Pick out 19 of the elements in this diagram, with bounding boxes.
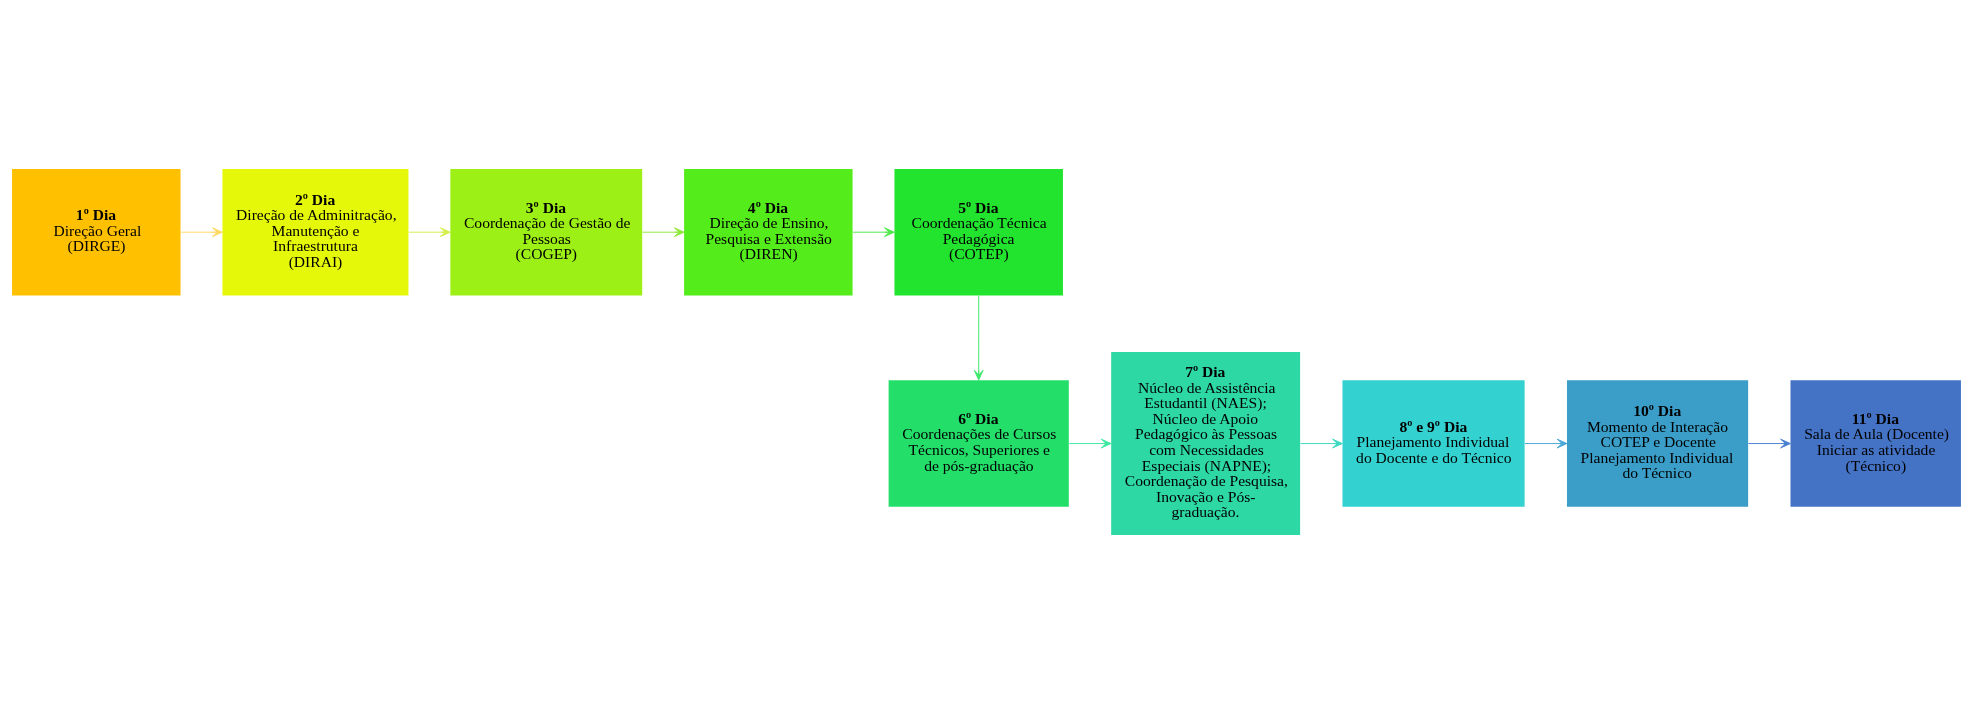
arrow: [1068, 438, 1112, 448]
arrow: [642, 226, 685, 237]
node-box: 10º Dia Momento de Interação COTEP e Docente Planejamento Individual do Técnico: [1567, 379, 1749, 507]
node-box: 1º Dia Direção Geral (DIRGE): [12, 168, 181, 295]
node-box: 11º Dia Sala de Aula (Docente) Iniciar as atividade (Técnico): [1790, 379, 1961, 507]
node-box: 8º e 9º Dia Planejamento Individual do Docente e do Técnico: [1342, 379, 1525, 507]
arrow: [1524, 438, 1568, 448]
arrow: [180, 226, 223, 237]
node-box: 7º Dia Núcleo de Assistência Estudantil (NAES); Núcleo de Apoio Pedagógico às Pessoas com Necessidades Especiais (NAPNE); Coordenação de Pesquisa, Inovação e Pós-graduação.: [1111, 351, 1301, 535]
node-box: 6º Dia Coordenações de Cursos Técnicos, Superiores e de pós-graduação: [888, 379, 1069, 507]
node-box: 4º Dia Direção de Ensino, Pesquisa e Extensão (DIREN): [684, 168, 853, 295]
arrow: [1747, 438, 1791, 448]
arrow: [973, 294, 984, 380]
node-box: 2º Dia Direção de Adminitração, Manutenção e Infraestrutura (DIRAI): [222, 168, 409, 295]
arrow: [852, 226, 895, 237]
node-box: 5º Dia Coordenação Técnica Pedagógica (COTEP): [894, 168, 1063, 295]
arrow: [408, 226, 451, 237]
arrow: [1299, 438, 1343, 448]
node-box: 3º Dia Coordenação de Gestão de Pessoas (COGEP): [450, 168, 643, 295]
